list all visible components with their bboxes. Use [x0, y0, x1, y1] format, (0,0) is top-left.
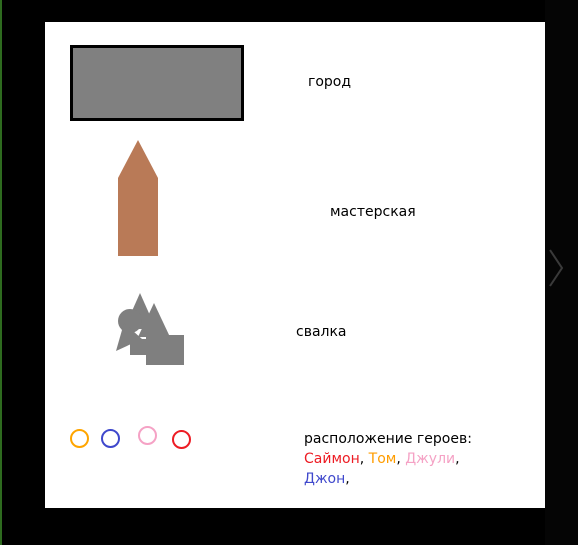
- hero-marker-simon[interactable]: [172, 430, 191, 449]
- side-panel: [545, 0, 578, 545]
- legend-trailing: ,: [455, 451, 460, 467]
- city-label: город: [308, 74, 352, 90]
- hero-marker-john[interactable]: [101, 429, 120, 448]
- chevron-right-icon[interactable]: [548, 248, 564, 288]
- hero-name-simon: Саймон: [304, 451, 360, 467]
- tower-icon[interactable]: [116, 140, 160, 256]
- dump-label: свалка: [296, 324, 347, 340]
- window-edge: [0, 0, 2, 545]
- hero-marker-julie[interactable]: [138, 426, 157, 445]
- legend-separator: ,: [396, 451, 406, 467]
- legend-title: расположение героев:: [304, 431, 472, 447]
- legend-separator: ,: [359, 451, 369, 467]
- hero-name-julie: Джули: [405, 451, 456, 467]
- hero-name-john: Джон: [304, 471, 346, 487]
- junk-pile-icon[interactable]: [112, 293, 186, 365]
- city-block-icon[interactable]: [70, 45, 244, 121]
- hero-legend: расположение героев: Саймон, Том, Джули,…: [304, 429, 504, 489]
- legend-names: Саймон, Том, Джули, Джон,: [304, 449, 504, 489]
- hero-marker-tom[interactable]: [70, 429, 89, 448]
- workshop-label: мастерская: [330, 204, 416, 220]
- hero-name-tom: Том: [368, 451, 397, 467]
- legend-trailing: ,: [345, 471, 350, 487]
